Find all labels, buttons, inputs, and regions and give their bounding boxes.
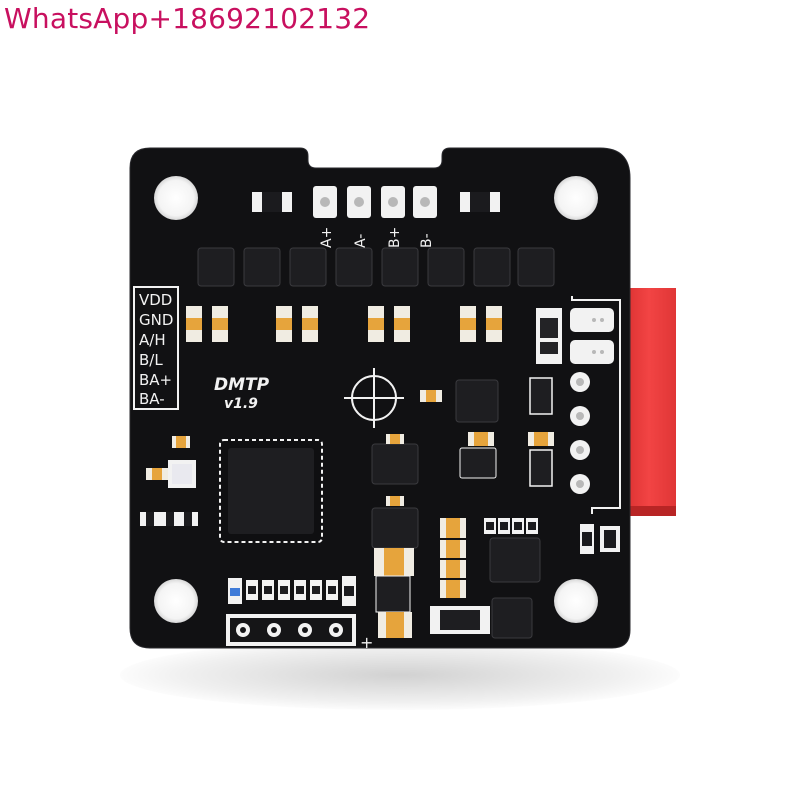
pin-label-ba-plus: BA+ [139, 371, 172, 389]
mcu-chip [219, 439, 323, 543]
pin-label-a-h: A/H [139, 331, 166, 349]
capacitor-pairs [186, 306, 502, 342]
connector-pads [570, 296, 621, 514]
status-led [168, 460, 196, 488]
middle-ics [371, 379, 541, 639]
mounting-holes [154, 176, 598, 623]
sot-transistors [529, 377, 553, 487]
header-polarity-mark: + [360, 633, 373, 652]
mosfet-row [197, 247, 555, 287]
watermark-text: WhatsApp+18692102132 [4, 2, 371, 35]
motor-labels: A+ A- B+ B- [319, 227, 435, 248]
board-shadow [120, 640, 680, 710]
pin-label-b-l: B/L [139, 351, 163, 369]
pin-label-box: VDD GND A/H B/L BA+ BA- [133, 286, 179, 410]
crosshair-mark [344, 368, 404, 428]
diode-right [536, 308, 562, 364]
motor-label-b-minus: B- [419, 233, 435, 248]
board-name: DMTP [214, 375, 270, 395]
bottom-components [374, 518, 620, 638]
board-version: v1.9 [224, 396, 258, 412]
motor-label-a-plus: A+ [319, 227, 335, 248]
motor-pads [313, 186, 437, 218]
small-capacitors [146, 390, 554, 506]
programming-header [226, 614, 356, 646]
left-resistors [140, 512, 198, 526]
pin-label-gnd: GND [139, 311, 173, 329]
side-connector [622, 288, 676, 516]
top-resistors [252, 192, 500, 212]
pin-label-vdd: VDD [139, 291, 172, 309]
header-resistors [228, 576, 356, 606]
motor-label-b-plus: B+ [387, 227, 403, 248]
motor-label-a-minus: A- [353, 234, 369, 248]
pin-label-ba-minus: BA- [139, 390, 165, 408]
